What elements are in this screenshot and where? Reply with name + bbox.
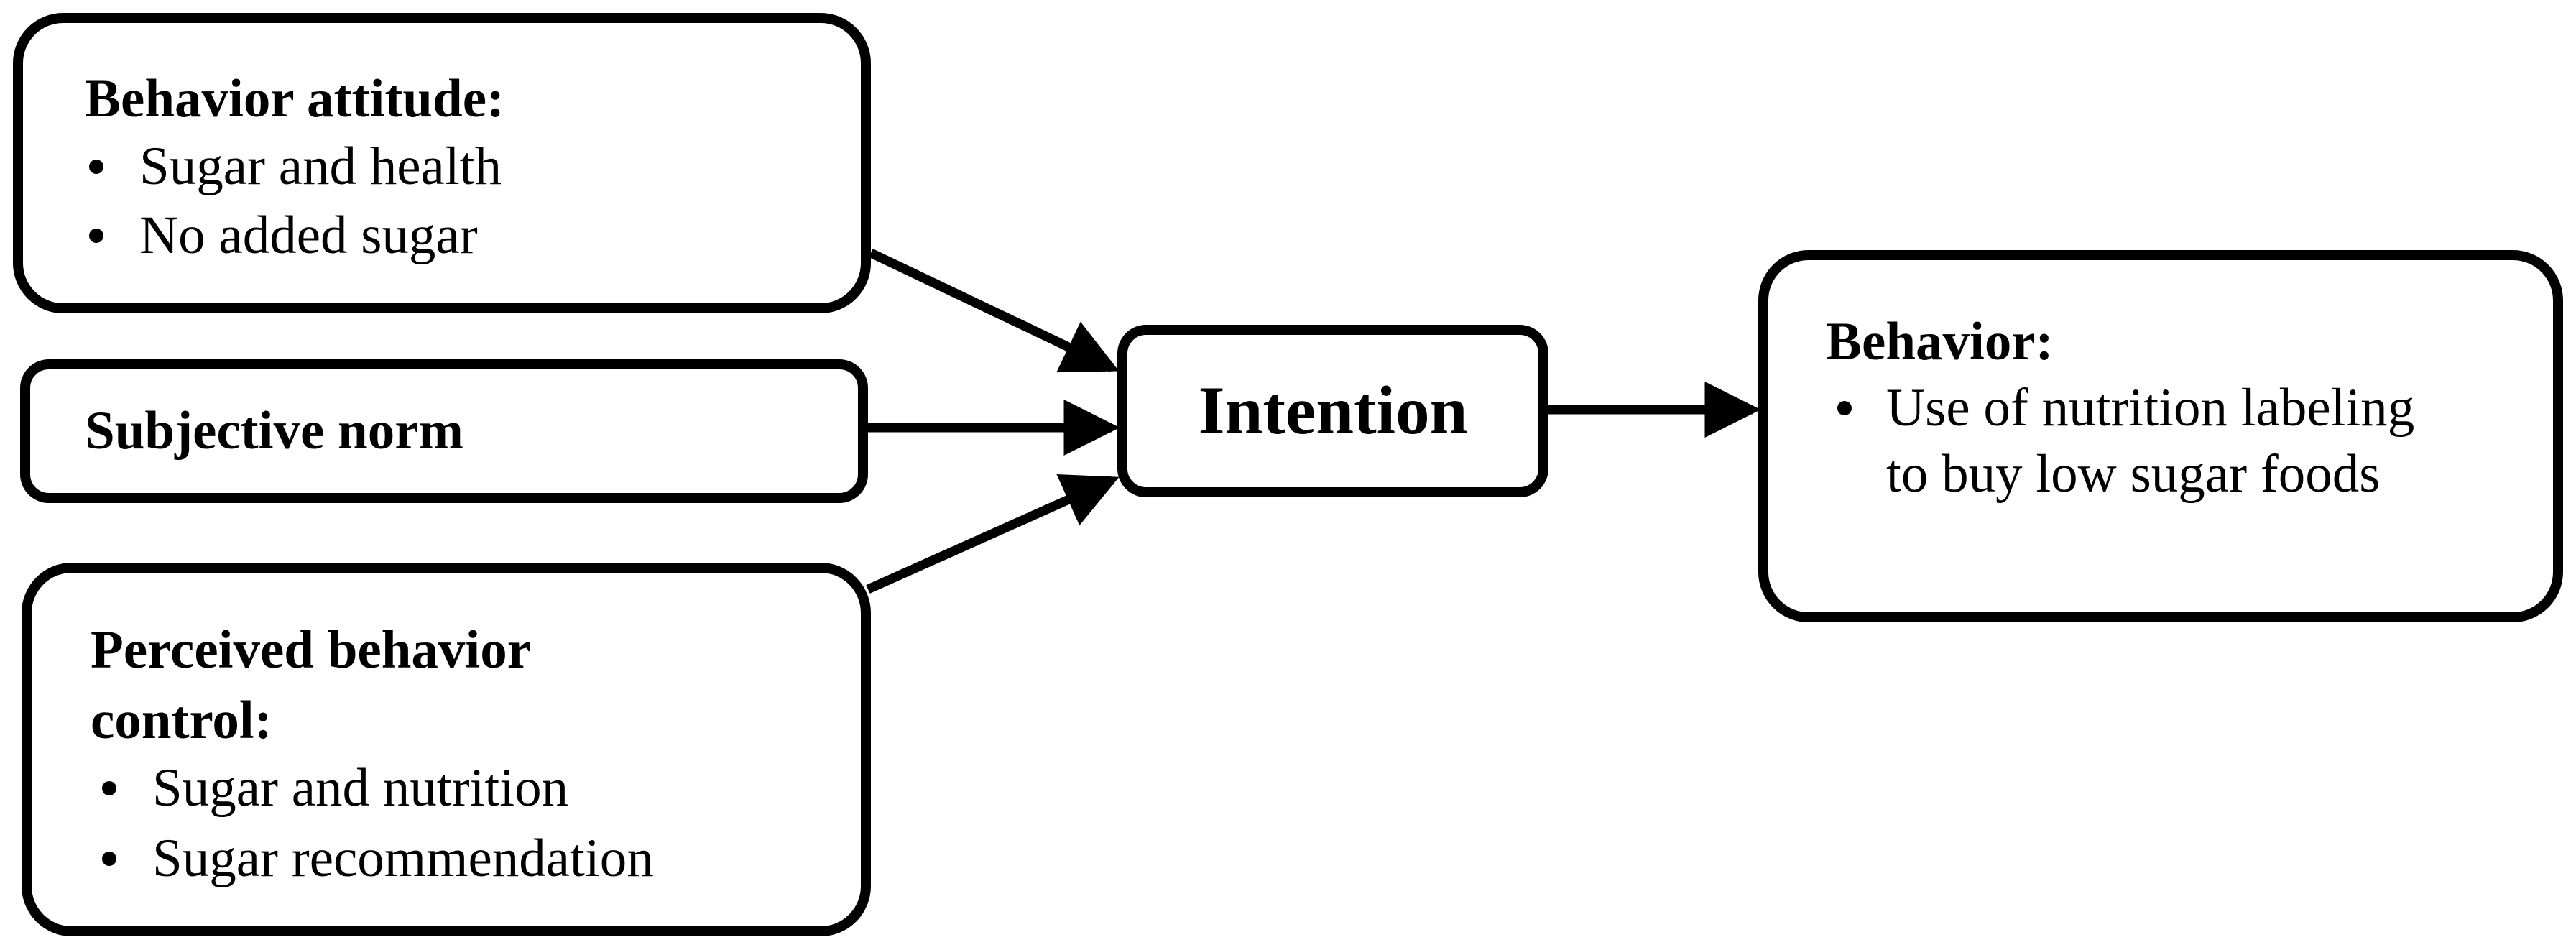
- behavior-attitude-box: Behavior attitude: Sugar and health No a…: [13, 13, 871, 313]
- behavior-item-line2: to buy low sugar foods: [1886, 444, 2381, 504]
- perceived-behavior-control-title-line1: Perceived behavior: [91, 620, 532, 680]
- bullet-icon: [102, 852, 116, 866]
- arrow-attitude-to-intention: [869, 249, 1120, 373]
- control-item-sugar-nutrition: Sugar and nutrition: [152, 758, 569, 818]
- behavior-item-line1: Use of nutrition labeling: [1886, 378, 2415, 438]
- control-item-sugar-recommendation: Sugar recommendation: [152, 829, 654, 888]
- subjective-norm-box: Subjective norm: [20, 359, 868, 503]
- attitude-item-no-added-sugar: No added sugar: [139, 206, 478, 265]
- bullet-icon: [102, 781, 116, 795]
- perceived-behavior-control-box: Perceived behavior control: Sugar and nu…: [22, 563, 871, 936]
- behavior-title: Behavior:: [1826, 312, 2054, 372]
- bullet-icon: [1837, 401, 1852, 415]
- attitude-item-sugar-health: Sugar and health: [139, 137, 502, 196]
- intention-box: Intention: [1117, 325, 1548, 497]
- bullet-icon: [89, 160, 103, 174]
- perceived-behavior-control-title-line2: control:: [91, 691, 272, 750]
- intention-title: Intention: [1198, 372, 1468, 448]
- behavior-attitude-title: Behavior attitude:: [85, 69, 504, 129]
- bullet-icon: [89, 229, 103, 243]
- behavior-box: Behavior: Use of nutrition labeling to b…: [1758, 250, 2563, 622]
- arrow-control-to-intention: [866, 474, 1120, 594]
- subjective-norm-title: Subjective norm: [85, 401, 464, 461]
